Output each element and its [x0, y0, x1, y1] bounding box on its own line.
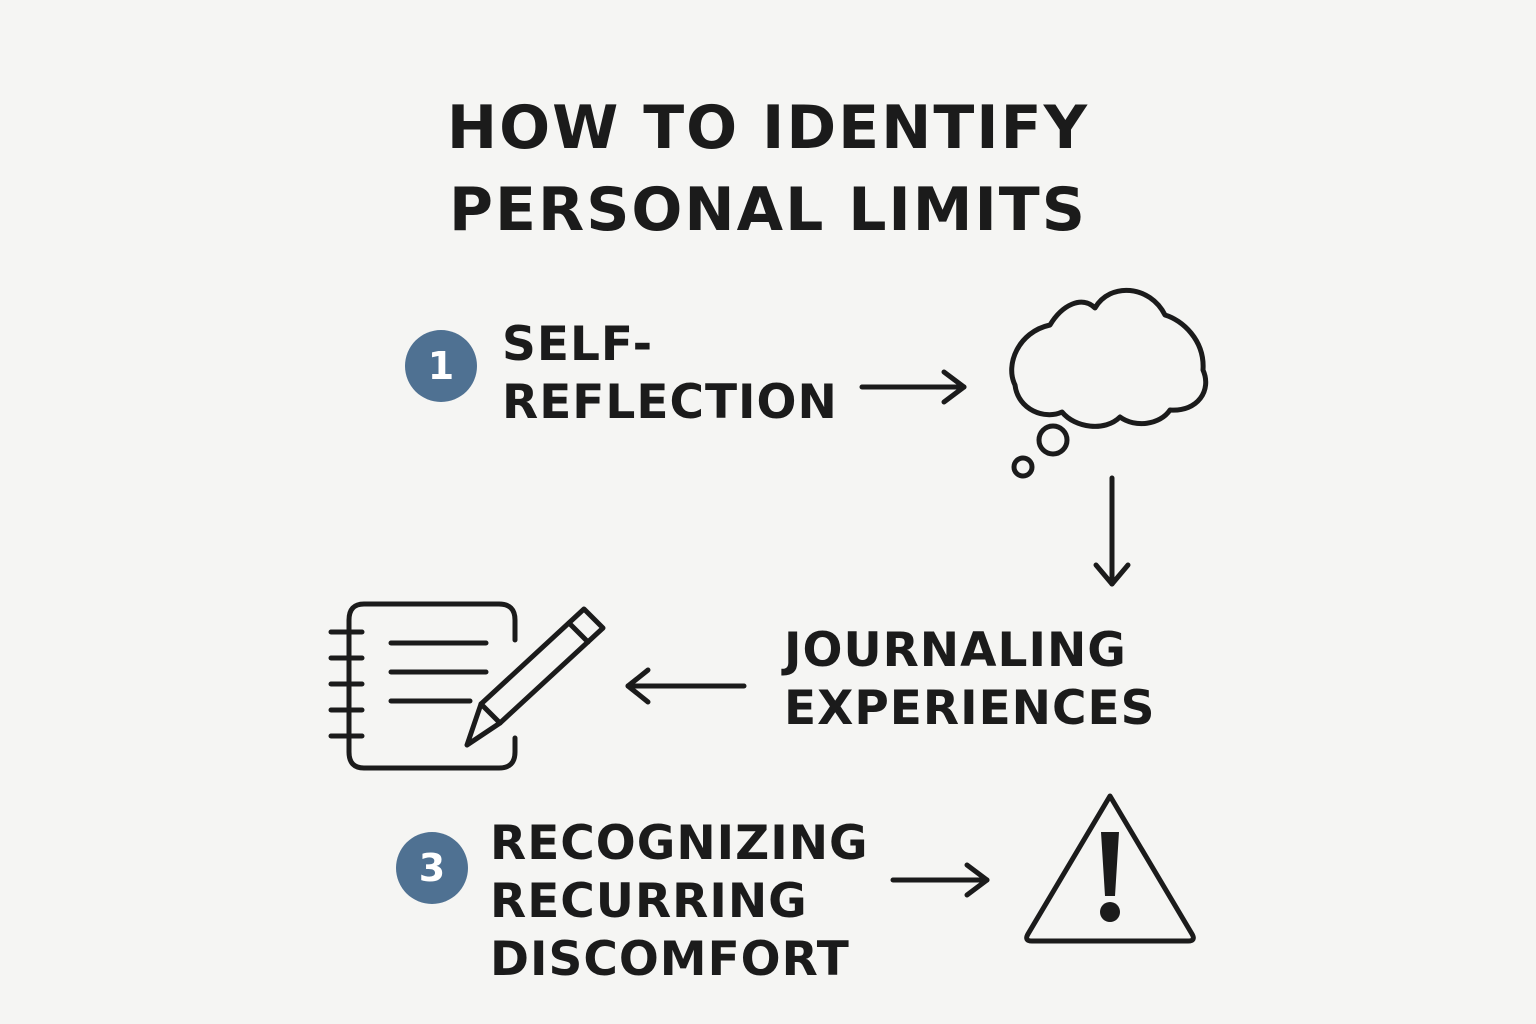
page-title-line-1: HOW TO IDENTIFY [446, 93, 1090, 163]
arrow-left [625, 667, 747, 705]
step-1-label: SELF- REFLECTION [502, 316, 838, 432]
warning-triangle-icon [1024, 793, 1196, 944]
step-2-label: JOURNALING EXPERIENCES [784, 622, 1155, 738]
step-2-label-line-2: EXPERIENCES [784, 681, 1156, 736]
step-1-label-line-1: SELF- [502, 317, 654, 372]
step-2-label-line-1: JOURNALING [784, 623, 1127, 678]
step-3-label-line-2: RECURRING [490, 874, 808, 929]
thought-cloud-icon [1009, 287, 1209, 479]
step-3-label: RECOGNIZING RECURRING DISCOMFORT [490, 815, 869, 989]
step-3-number-badge: 3 [396, 832, 468, 904]
arrow-down [1093, 475, 1131, 587]
step-1-label-line-2: REFLECTION [502, 375, 838, 430]
step-1-number-badge: 1 [405, 330, 477, 402]
step-3-label-line-1: RECOGNIZING [490, 816, 869, 871]
arrow-right-1 [859, 369, 967, 405]
exclamation-mark [1100, 832, 1120, 922]
notebook-pencil-icon [328, 601, 606, 771]
page-title-line-2: PERSONAL LIMITS [449, 175, 1087, 245]
arrow-right-3 [890, 862, 990, 898]
step-3-label-line-3: DISCOMFORT [490, 932, 850, 987]
